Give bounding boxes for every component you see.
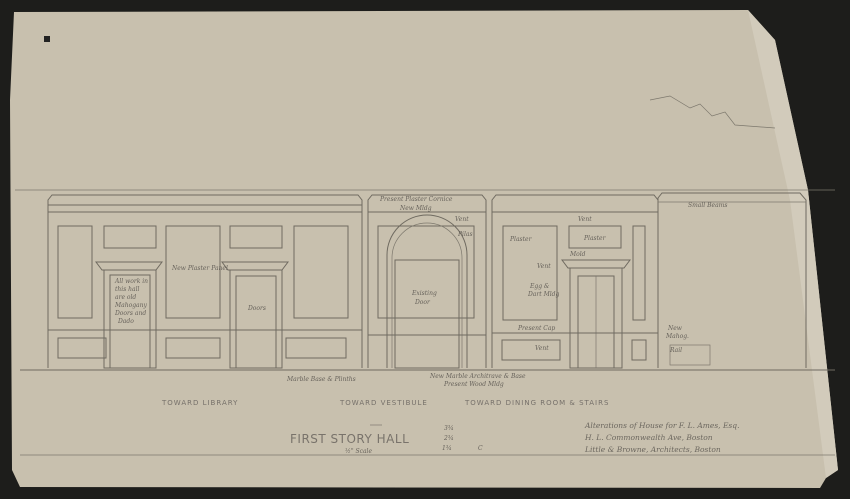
label-plaster-left: Plaster [509,236,533,243]
label-vent-right: Vent [578,216,592,223]
direction-vestibule: TOWARD VESTIBULE [339,399,428,407]
drawing-scale: ½" Scale [345,448,372,455]
drawing-title: FIRST STORY HALL [290,432,409,446]
note-old-work-6: Dado [117,318,134,325]
note-new-architrave: New Marble Architrave & Base [429,373,526,380]
label-rail: Rail [669,347,682,354]
label-egg-dart-2: Dart Mldg [527,291,559,298]
title-line-3: Little & Browne, Architects, Boston [584,445,721,454]
note-old-work-3: are old [115,294,136,301]
label-present-cap: Present Cap [517,325,555,332]
label-vent-dado: Vent [535,345,549,352]
note-old-work-4: Mahogany [114,302,147,309]
note-marble-base: Marble Base & Plinths [286,376,356,383]
note-old-work-1: All work in [114,278,148,285]
label-existing-door-1: Existing [411,290,437,297]
profile-sketch [649,95,776,129]
elevation-vestibule-wall [367,194,487,369]
label-new-mahog-1: New [667,325,683,332]
calc-4: C [478,445,483,452]
label-cornice: Present Plaster Cornice [379,196,453,203]
tracing-paper [10,10,838,488]
label-new-mahog-2: Mahog. [665,333,689,340]
label-pilas: Pilas [457,231,473,238]
label-new-mldg: New Mldg [399,205,432,212]
elevation-library-wall [47,194,363,369]
direction-dining: TOWARD DINING ROOM & STAIRS [464,399,609,407]
note-present-wood: Present Wood Mldg [443,381,504,388]
label-vent-mid: Vent [537,263,551,270]
note-old-work-2: this hall [115,286,140,293]
calc-2: 2¾ [443,435,454,442]
elevation-dining-wall [491,192,807,369]
title-line-2: H. L. Commonwealth Ave, Boston [584,433,713,442]
label-plaster-right: Plaster [583,235,607,242]
calc-3: 1¾ [442,445,452,452]
label-existing-door-2: Door [414,299,431,306]
label-vent-top: Vent [455,216,469,223]
corner-mark [44,36,50,42]
direction-library: TOWARD LIBRARY [161,399,238,407]
label-doors: Doors [247,305,266,312]
label-small-beams: Small Beams [688,202,727,209]
paper-fold [748,10,838,478]
label-mold: Mold [569,251,586,258]
label-new-plaster-panel: New Plaster Panel [171,265,228,272]
calc-1: 3¾ [444,425,454,432]
title-line-1: Alterations of House for F. L. Ames, Esq… [584,421,739,430]
label-egg-dart-1: Egg & [529,283,550,290]
note-old-work-5: Doors and [114,310,146,317]
